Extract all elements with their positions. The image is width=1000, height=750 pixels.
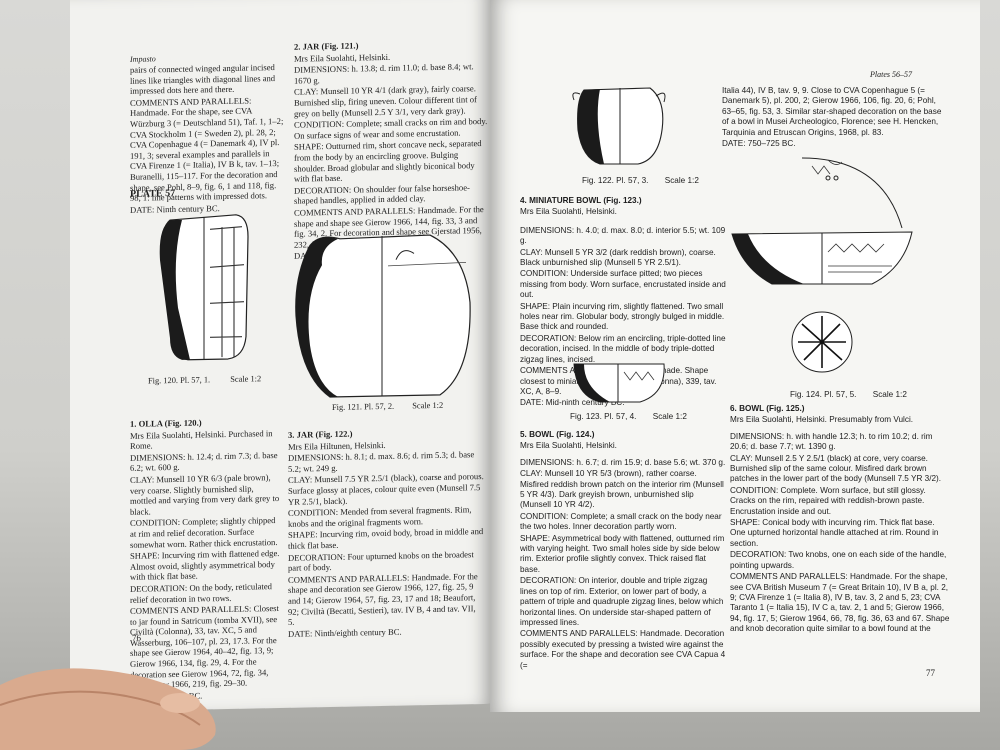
hand-image [0, 668, 216, 750]
page-number: 77 [926, 668, 935, 678]
text-line: CLAY: Munsell 7.5 YR 2.5/1 (black), coar… [288, 471, 484, 507]
text-line: CLAY: Munsell 2.5 Y 2.5/1 (black) at cor… [730, 453, 942, 484]
text-line: Mrs Eila Suolahti, Helsinki. [520, 207, 617, 217]
text-line: CLAY: Munsell 10 YR 4/1 (dark gray), fai… [294, 83, 477, 119]
text-line: DECORATION: Below rim an encircling, tri… [520, 333, 726, 364]
text-line: DECORATION: Four upturned knobs on the b… [288, 548, 474, 573]
entry-title: 4. MINIATURE BOWL (Fig. 123.) [520, 196, 642, 205]
text-line: Italia 44), IV B, tav. 9, 9. Close to CV… [722, 86, 942, 137]
jar3-entry: 3. JAR (Fig. 122.) Mrs Eila Hiltunen, He… [288, 426, 484, 640]
caption-text: Fig. 122. Pl. 57, 3. [582, 176, 649, 185]
text-line: DIMENSIONS: h. 8.1; d. max. 8.6; d. rim … [288, 449, 475, 474]
bowl-drawing [731, 157, 913, 373]
plate-title: PLATE 57 [130, 187, 176, 200]
olla-drawing [159, 214, 249, 361]
fig122-caption: Fig. 122. Pl. 57, 3. Scale 1:2 [582, 176, 699, 186]
caption-text: Fig. 121. Pl. 57, 2. [332, 401, 395, 412]
text-line: CLAY: Munsell 10 YR 6/3 (pale brown), ve… [130, 472, 280, 517]
text-line: DECORATION: On shoulder four false horse… [294, 182, 470, 207]
text-line: COMMENTS AND PARALLELS: Handmade. For th… [288, 570, 478, 627]
caption-text: Fig. 123. Pl. 57, 4. [570, 412, 637, 421]
fig121-caption: Fig. 121. Pl. 57, 2. Scale 1:2 [332, 401, 443, 412]
caption-text: Fig. 120. Pl. 57, 1. [148, 375, 211, 386]
text-line: COMMENTS AND PARALLELS: Handmade. For th… [130, 95, 284, 203]
jar-drawing [295, 234, 471, 398]
text-line: SHAPE: Conical body with incurving rim. … [730, 518, 939, 548]
text-line: CONDITION: Complete; slightly chipped at… [130, 515, 278, 550]
text-line: DATE: Mid-ninth century BC. [520, 398, 625, 408]
left-page: Impasto pairs of connected winged angula… [70, 0, 490, 712]
entry-title: 6. BOWL (Fig. 125.) [730, 404, 805, 413]
small-jar-drawing [572, 87, 666, 165]
text-line: CONDITION: Mended from several fragments… [288, 504, 472, 529]
text-line: SHAPE: Plain incurving rim, slightly fla… [520, 301, 725, 332]
text-line: DATE: 750–725 BC. [722, 139, 796, 149]
fig124-caption: Fig. 124. Pl. 57, 5. Scale 1:2 [790, 390, 907, 400]
bowl5-entry: 5. BOWL (Fig. 124.) Mrs Eila Suolahti, H… [520, 430, 726, 672]
scale-text: Scale 1:2 [652, 412, 687, 421]
text-line: DIMENSIONS: h. 13.8; d. rim 11.0; d. bas… [294, 61, 474, 86]
text-line: SHAPE: Incurving rim with flattened edge… [130, 548, 280, 583]
text-line: Mrs Eila Suolahti, Helsinki. [520, 441, 617, 451]
fig123-caption: Fig. 123. Pl. 57, 4. Scale 1:2 [570, 412, 687, 422]
text-line: CONDITION: Underside surface pitted; two… [520, 269, 726, 300]
text-line: DECORATION: On interior, double and trip… [520, 576, 724, 627]
text-line: CLAY: Munsell 5 YR 3/2 (dark reddish bro… [520, 247, 716, 268]
scale-text: Scale 1:2 [872, 390, 907, 399]
text-line: COMMENTS AND PARALLELS: Handmade. Decora… [520, 629, 726, 670]
text-line: DIMENSIONS: h. with handle 12.3; h. to r… [730, 431, 933, 452]
text-line: DIMENSIONS: h. 4.0; d. max. 8.0; d. inte… [520, 225, 726, 246]
text-line: DIMENSIONS: h. 6.7; d. rim 15.9; d. base… [520, 457, 726, 467]
entry-title: 5. BOWL (Fig. 124.) [520, 430, 595, 439]
text-line: SHAPE: Asymmetrical body with flattened,… [520, 533, 725, 574]
text-line: SHAPE: Incurving rim, ovoid body, broad … [288, 526, 484, 551]
caption-text: Fig. 124. Pl. 57, 5. [790, 390, 857, 399]
page-number: 76 [132, 632, 141, 643]
text-line: Mrs Eila Suolahti, Helsinki. Purchased i… [130, 427, 273, 452]
continued-entry: Italia 44), IV B, tav. 9, 9. Close to CV… [722, 86, 942, 150]
running-header: Plates 56–57 [870, 70, 912, 79]
text-line: DIMENSIONS: h. 12.4; d. rim 7.3; d. base… [130, 449, 278, 474]
text-line: CLAY: Munsell 10 YR 5/3 (brown), rather … [520, 469, 724, 510]
text-line: COMMENTS AND PARALLELS: Handmade. For th… [730, 572, 950, 634]
text-line: CONDITION: Complete. Worn surface, but s… [730, 485, 926, 516]
scale-text: Scale 1:2 [230, 374, 262, 384]
running-header: Impasto [130, 54, 156, 64]
bowl6-entry: 6. BOWL (Fig. 125.) Mrs Eila Suolahti, H… [730, 404, 950, 636]
fig120-caption: Fig. 120. Pl. 57, 1. Scale 1:2 [148, 374, 261, 385]
text-line: DECORATION: On the body, reticulated rel… [130, 581, 272, 605]
text-line: SHAPE: Outturned rim, short concave neck… [294, 138, 482, 184]
right-page: Plates 56–57 Fig. 122. Pl. 57, 3. Scale … [490, 0, 980, 712]
scale-text: Scale 1:2 [664, 176, 699, 185]
text-line: CONDITION: Complete; a small crack on th… [520, 511, 722, 532]
text-line: Mrs Eila Suolahti, Helsinki. Presumably … [730, 415, 914, 425]
text-line: CONDITION: Complete; small cracks on rim… [294, 116, 488, 141]
scale-text: Scale 1:2 [412, 400, 444, 411]
text-line: DECORATION: Two knobs, one on each side … [730, 550, 947, 570]
text-line: pairs of connected winged angular incise… [130, 62, 276, 97]
miniature-bowl-drawing [573, 363, 665, 403]
